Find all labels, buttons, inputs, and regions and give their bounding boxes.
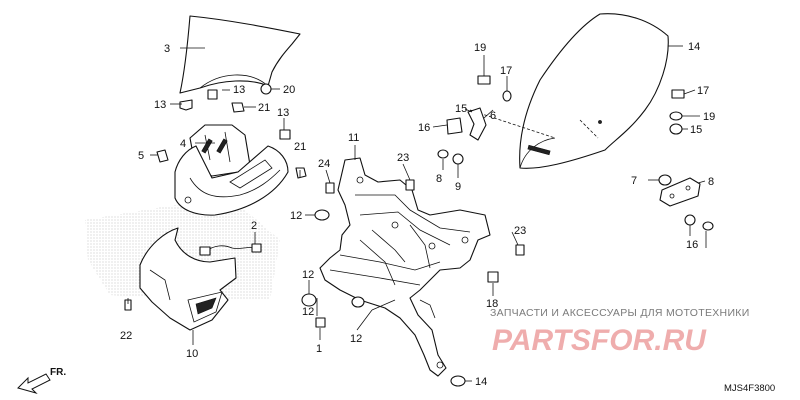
callout-21: 21 [294,141,306,153]
part-windscreen [519,13,669,169]
callout-4: 4 [180,138,186,150]
part-wire-harness [204,245,256,253]
callout-leaders [127,45,707,382]
callout-14: 19 [474,42,486,54]
part-nut-16a [437,149,449,159]
callout-9: 14 [688,41,700,53]
callout-10: 10 [186,348,198,360]
callout-17: 6 [490,110,496,122]
callout-18: 18 [486,298,498,310]
part-nut-13c [279,129,291,140]
part-nut-21b [295,167,307,179]
part-bolt-14b [671,89,685,99]
callout-12: 14 [475,376,487,388]
part-washer-19b [669,123,683,135]
part-grommet-15a [446,117,463,135]
callout-24: 24 [318,158,330,170]
callout-13: 13 [154,99,166,111]
part-grommet-12b [301,293,317,307]
diagram-code: MJS4F3800 [724,383,775,394]
part-bolt-14a [477,75,491,85]
part-clip-5 [156,149,169,163]
callout-20: 20 [283,84,295,96]
callout-23: 23 [397,152,409,164]
callout-5: 5 [138,150,144,162]
part-collar-1 [315,317,326,328]
callout-15: 7 [631,175,637,187]
part-rivet-13b [179,99,193,111]
part-washer-17b [669,111,683,121]
callout-21: 21 [258,102,270,114]
callout-12: 12 [290,210,302,222]
part-screw-22 [124,299,132,311]
part-bolt-23a [405,179,415,191]
callout-15: 16 [418,122,430,134]
part-grommet-15b [658,174,672,186]
callout-19: 17 [500,65,512,77]
part-washer-19a [502,90,512,102]
part-washer-8a [452,153,464,165]
callout-7: 8 [708,176,714,188]
callout-12: 12 [350,333,362,345]
part-bracket-6 [467,107,487,141]
part-grommet-12c [351,296,365,308]
direction-label: FR. [50,367,66,378]
callout-16: 8 [436,173,442,185]
callout-3: 3 [164,43,170,55]
part-nut-18 [487,271,499,283]
part-bolt-24 [325,182,335,194]
callout-11: 11 [348,132,359,144]
callout-labels: 3 13 20 13 21 13 4 5 21 2 22 10 24 11 23… [120,41,715,388]
callout-6: 15 [455,103,467,115]
callout-1: 1 [316,343,322,355]
callout-14: 17 [697,85,709,97]
watermark-logo: PARTSFOR.RU [492,324,707,357]
part-bracket-7 [659,177,701,207]
part-top-cover [179,15,301,94]
callout-13: 13 [277,107,289,119]
callout-12: 12 [302,269,314,281]
part-bolt-23b [515,244,525,256]
part-grommet-12d [450,375,466,387]
part-nut-21a [231,102,245,113]
part-nut-13a [207,89,218,100]
callout-13: 13 [233,84,245,96]
callout-22: 22 [120,330,132,342]
front-direction-arrow: FR. [17,367,66,394]
part-main-bracket [319,157,491,377]
watermark-tagline: ЗАПЧАСТИ И АКСЕССУАРЫ ДЛЯ МОТОТЕХНИКИ [490,307,750,319]
callout-23: 23 [514,225,526,237]
part-washer-8b [684,214,696,226]
part-grommet-12a [314,209,330,221]
callout-17: 19 [703,111,715,123]
part-nut-16b [702,221,714,231]
callout-2: 2 [251,220,257,232]
callout-19: 15 [690,124,702,136]
callout-8: 9 [455,181,461,193]
callout-12: 12 [302,306,314,318]
part-nut-20 [260,83,272,95]
callout-8: 16 [686,239,698,251]
